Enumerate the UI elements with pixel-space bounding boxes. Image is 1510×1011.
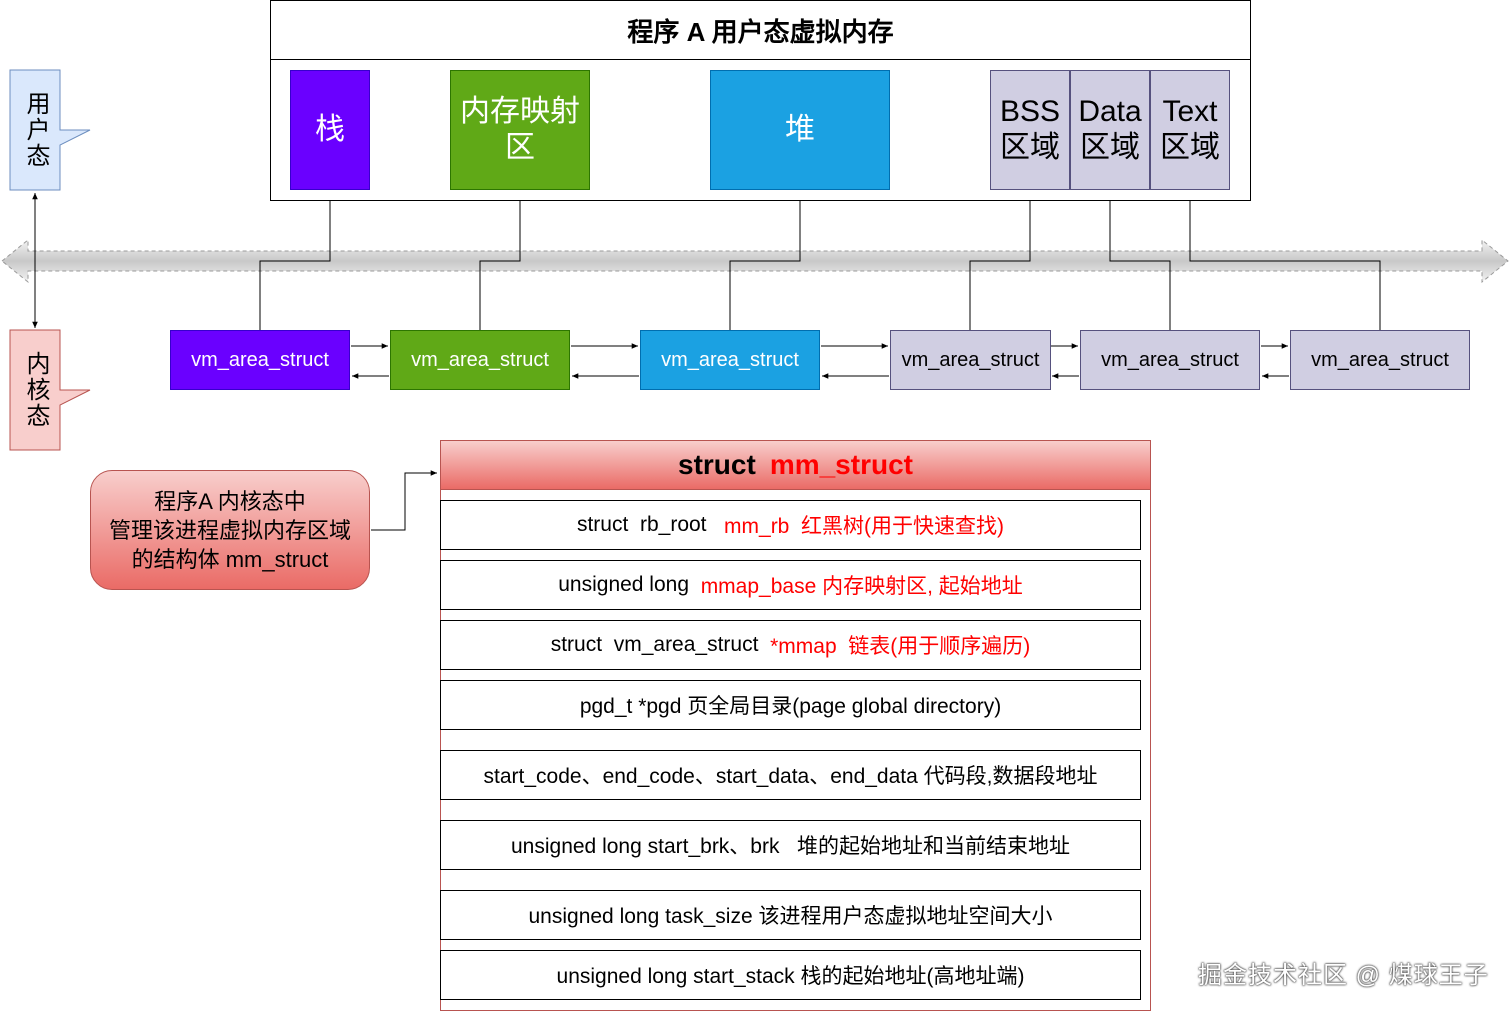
field-name: mm_rb 红黑树(用于快速查找) [718, 515, 1005, 538]
text-label-line2: 区域 [1160, 131, 1220, 164]
note-line-2: 管理该进程虚拟内存区域 [108, 517, 351, 543]
mm-field-task-size: unsigned long task_size 该进程用户态虚拟地址空间大小 [440, 890, 1141, 940]
mm-field-code-data: start_code、end_code、start_data、end_data … [440, 750, 1141, 800]
mm-struct-note: 程序A 内核态中 管理该进程虚拟内存区域 的结构体 mm_struct [90, 470, 370, 590]
mm-field-pgd: pgd_t *pgd 页全局目录(page global directory) [440, 680, 1141, 730]
vma-node-data: vm_area_struct [1080, 330, 1260, 390]
mm-struct-keyword: struct [678, 449, 756, 480]
vma-node-heap: vm_area_struct [640, 330, 820, 390]
field-text: unsigned long task_size 该进程用户态虚拟地址空间大小 [528, 905, 1053, 928]
watermark: 掘金技术社区 @ 煤球王子 [1198, 962, 1489, 989]
field-text: start_code、end_code、start_data、end_data … [483, 765, 1098, 788]
kernel-mode-text: 内核态 [22, 351, 49, 429]
field-text: unsigned long start_stack 栈的起始地址(高地址端) [556, 965, 1025, 988]
bss-label-line2: 区域 [1000, 131, 1060, 164]
mm-field-mm-rb: struct rb_root mm_rb 红黑树(用于快速查找) [440, 500, 1141, 550]
data-label-line2: 区域 [1080, 131, 1140, 164]
field-type: unsigned long [558, 573, 695, 596]
note-connector [371, 470, 437, 531]
vma-node-text: vm_area_struct [1290, 330, 1470, 390]
mmap-region: 内存映射 区 [450, 70, 590, 190]
user-mode-text: 用户态 [22, 91, 49, 169]
text-label-line1: Text [1162, 95, 1218, 128]
vma-node-stack: vm_area_struct [170, 330, 350, 390]
mm-struct-header: struct mm_struct [440, 440, 1151, 490]
kernel-label-shape [9, 329, 91, 451]
user-mode-label: 用户态 [10, 70, 60, 190]
mmap-label-line2: 区 [505, 131, 535, 164]
mm-field-mmap-base: unsigned long mmap_base 内存映射区, 起始地址 [440, 560, 1141, 610]
field-type: struct rb_root [576, 513, 719, 536]
note-line-1: 程序A 内核态中 [154, 488, 306, 514]
user-label-shape [9, 69, 91, 191]
mm-field-start-stack: unsigned long start_stack 栈的起始地址(高地址端) [440, 950, 1141, 1000]
data-region: Data 区域 [1070, 70, 1150, 190]
heap-region: 堆 [710, 70, 890, 190]
field-text: unsigned long start_brk、brk 堆的起始地址和当前结束地… [511, 835, 1070, 858]
bss-region: BSS 区域 [990, 70, 1070, 190]
data-label-line1: Data [1078, 95, 1142, 128]
page-title: 程序 A 用户态虚拟内存 [271, 1, 1250, 60]
kernel-mode-label: 内核态 [10, 330, 60, 450]
field-type: struct vm_area_struct [550, 633, 771, 656]
field-name: mmap_base 内存映射区, 起始地址 [694, 575, 1023, 598]
field-text: pgd_t *pgd 页全局目录(page global directory) [579, 695, 1002, 718]
mm-struct-name: mm_struct [769, 449, 913, 480]
field-name: *mmap 链表(用于顺序遍历) [770, 635, 1031, 658]
mm-field-mmap: struct vm_area_struct *mmap 链表(用于顺序遍历) [440, 620, 1141, 670]
mmap-label-line1: 内存映射 [460, 95, 580, 128]
stack-region: 栈 [290, 70, 370, 190]
mm-field-brk: unsigned long start_brk、brk 堆的起始地址和当前结束地… [440, 820, 1141, 870]
bss-label-line1: BSS [999, 95, 1061, 128]
vma-node-mmap: vm_area_struct [390, 330, 570, 390]
note-line-3: 的结构体 mm_struct [131, 546, 329, 572]
text-region: Text 区域 [1150, 70, 1230, 190]
vma-node-bss: vm_area_struct [890, 330, 1051, 390]
